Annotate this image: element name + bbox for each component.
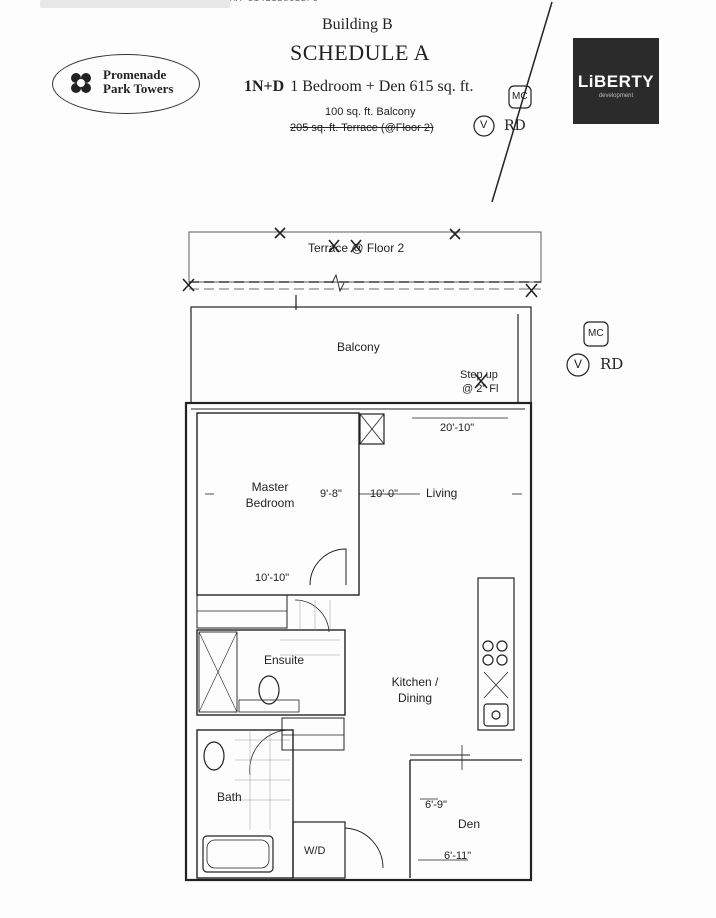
pen-slash-mark <box>491 1 553 203</box>
initials-rd-side: RD <box>600 355 624 373</box>
bath-tile-grid <box>235 730 290 830</box>
initials-circle-side <box>566 353 590 377</box>
document-id: AA-314E128CB2F0 <box>230 0 319 4</box>
mechanical-chase <box>359 413 385 445</box>
den-width-dim: 6'-11" <box>444 850 472 862</box>
ensuite-tile-grid <box>280 600 340 656</box>
ensuite-walls <box>196 629 346 716</box>
kitchen-label-2: Dining <box>397 691 433 705</box>
terrace-outline <box>188 231 542 283</box>
unit-description: 1N+D 1 Bedroom + Den 615 sq. ft. <box>244 78 473 96</box>
building-title: Building B <box>322 16 393 33</box>
promenade-logo-line1: Promenade <box>103 67 167 82</box>
liberty-logo: LiBERTY development <box>573 38 659 124</box>
bath-toilet <box>203 741 225 771</box>
bedroom-closet <box>196 594 288 629</box>
initials-rd-top: RD <box>504 118 526 134</box>
schedule-title: SCHEDULE A <box>290 40 431 65</box>
bath-walls <box>196 729 294 879</box>
living-width-dim: 20'-10" <box>440 422 475 434</box>
ensuite-shower <box>198 631 238 713</box>
kitchen-counter <box>477 577 515 731</box>
ensuite-label: Ensuite <box>264 653 305 667</box>
exterior-wall <box>184 401 533 882</box>
initials-box-top <box>508 85 532 109</box>
master-bedroom-label-1: Master <box>251 480 289 494</box>
terrace-area-text: 205 sq. ft. Terrace (@Floor 2) <box>290 122 434 134</box>
living-depth-dim: 10'-0" <box>370 488 399 500</box>
bathtub <box>202 835 274 873</box>
bath-label: Bath <box>217 790 242 804</box>
bedroom-depth-dim: 9'-8" <box>320 488 342 500</box>
x-marks <box>182 227 538 389</box>
bedroom-door <box>309 548 347 586</box>
master-bedroom-label-2: Bedroom <box>245 496 295 510</box>
balcony-label: Balcony <box>337 340 380 354</box>
terrace-label: Terrace @ Floor 2 <box>308 241 405 255</box>
balcony-area-text: 100 sq. ft. Balcony <box>325 106 416 118</box>
initials-mc-side: MC <box>588 328 604 339</box>
redacted-strip <box>40 0 230 8</box>
bedroom-width-dim: 10'-10" <box>255 572 290 584</box>
liberty-logo-sub: development <box>598 93 634 99</box>
kitchen-label-1: Kitchen / <box>391 675 439 689</box>
den-label: Den <box>458 817 481 831</box>
step-up-line2: @ 2" Fl <box>462 383 499 395</box>
promenade-park-towers-logo: Promenade Park Towers <box>52 54 200 114</box>
den-depth-dim: 6'-9" <box>425 799 447 811</box>
liberty-logo-name: LiBERTY <box>577 72 655 91</box>
initials-box-side <box>583 321 609 347</box>
ensuite-vanity <box>238 699 300 713</box>
initials-v-top: V <box>480 119 488 131</box>
step-up-line1: Step up <box>460 369 498 381</box>
hall-closet <box>281 717 345 751</box>
ensuite-toilet <box>258 675 280 705</box>
wd-closet <box>292 821 346 879</box>
initials-v-side: V <box>574 357 583 371</box>
living-label: Living <box>426 486 458 500</box>
wd-label: W/D <box>304 845 326 857</box>
initials-circle-top <box>473 115 495 137</box>
promenade-logo-line2: Park Towers <box>103 81 174 96</box>
initials-mc-top: MC <box>512 91 528 102</box>
unit-code: 1N+D <box>244 78 285 95</box>
promenade-mark-icon <box>71 73 91 93</box>
unit-desc: 1 Bedroom + Den 615 sq. ft. <box>290 78 474 95</box>
